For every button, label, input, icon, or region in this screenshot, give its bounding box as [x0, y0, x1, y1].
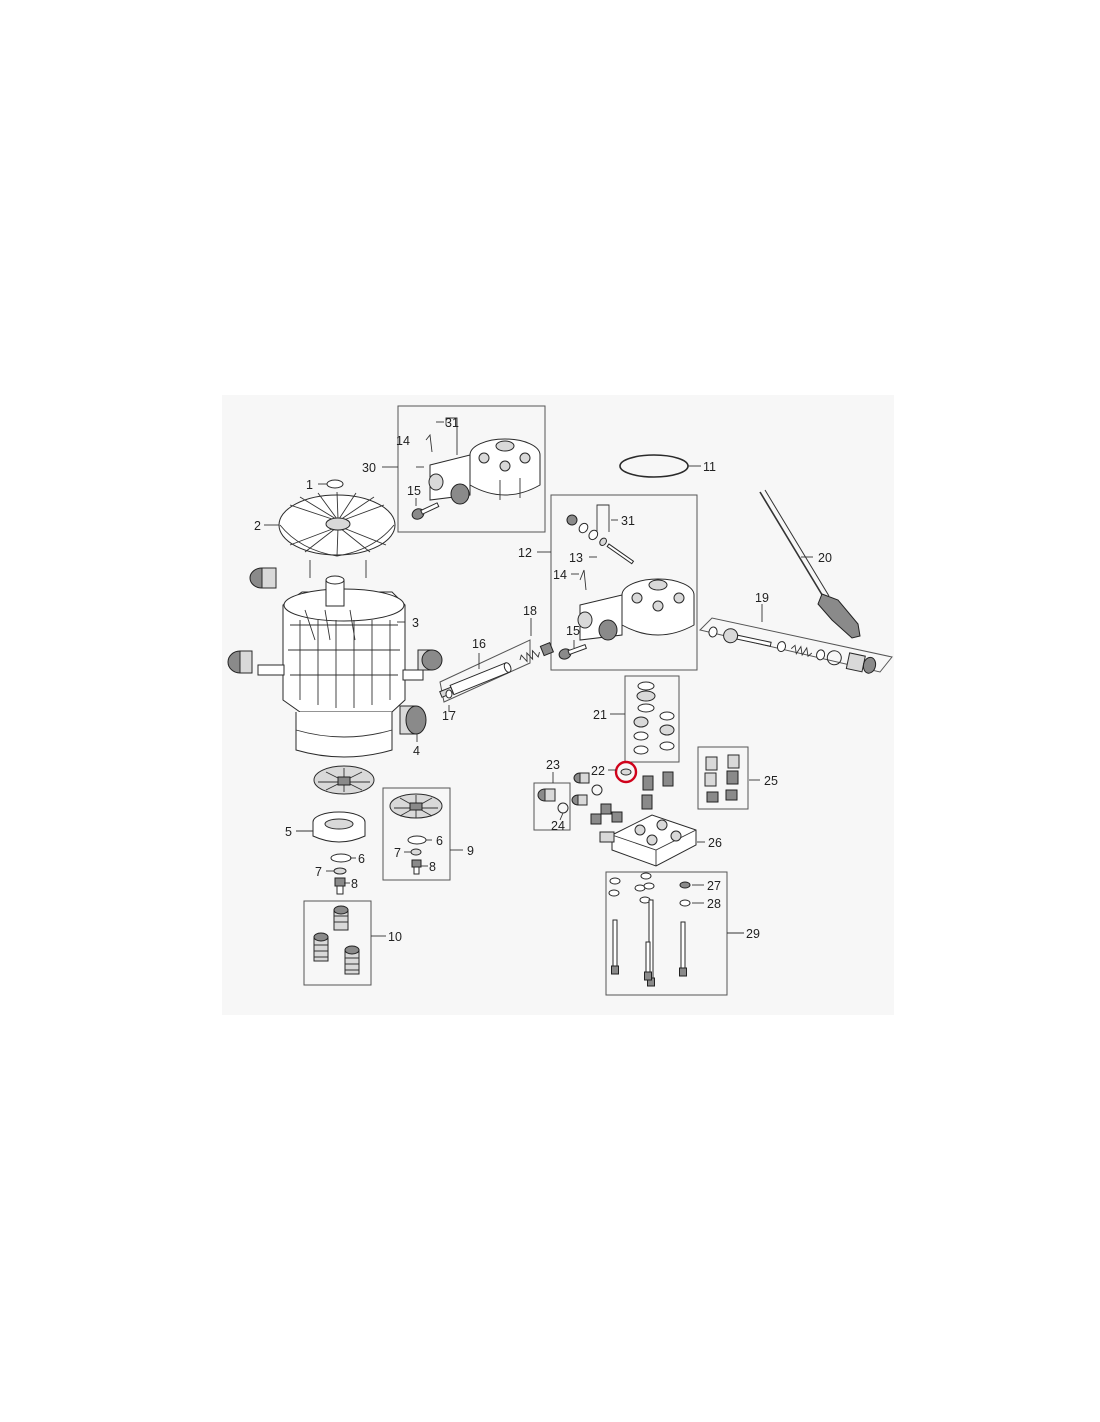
label-part-6-left: 6	[358, 852, 365, 866]
label-part-27: 27	[707, 879, 721, 893]
label-part-30: 30	[362, 461, 376, 475]
label-part-15-mid: 15	[566, 624, 580, 638]
lance-20	[759, 489, 861, 639]
label-part-20: 20	[818, 551, 832, 565]
box-part-30	[397, 405, 546, 533]
label-part-13: 13	[569, 551, 583, 565]
label-part-7-left: 7	[315, 865, 322, 879]
label-part-7-right: 7	[394, 846, 401, 860]
washer-28	[679, 899, 691, 907]
label-part-8-left: 8	[351, 877, 358, 891]
valves-center	[590, 771, 674, 825]
label-part-4: 4	[413, 744, 420, 758]
valves-25	[704, 754, 740, 803]
label-part-6-right: 6	[436, 834, 443, 848]
motor-3	[257, 575, 424, 758]
caps-4	[227, 567, 443, 735]
label-part-21: 21	[593, 708, 607, 722]
unloader-19	[708, 626, 877, 674]
label-part-12: 12	[518, 546, 532, 560]
label-part-31-mid: 31	[621, 514, 635, 528]
seal-22	[620, 768, 632, 776]
part-labels: 1 2 3 4 5 6 7 8 6 7 8 9 10 11 12 13 14 1…	[254, 416, 832, 944]
label-part-25: 25	[764, 774, 778, 788]
ring-17	[445, 689, 453, 699]
label-part-18: 18	[523, 604, 537, 618]
label-part-31-top: 31	[445, 416, 459, 430]
label-part-10: 10	[388, 930, 402, 944]
box-part-12	[550, 494, 698, 671]
label-part-26: 26	[708, 836, 722, 850]
label-part-3: 3	[412, 616, 419, 630]
washer-7-left	[333, 867, 347, 875]
label-part-11: 11	[703, 460, 716, 474]
wobble-plate-5	[312, 765, 375, 843]
box-part-23	[533, 782, 571, 831]
clip-1	[326, 479, 344, 489]
nut-27	[679, 881, 691, 889]
label-part-29: 29	[746, 927, 760, 941]
label-part-9: 9	[467, 844, 474, 858]
wobble-kit-9	[389, 793, 443, 875]
label-part-19: 19	[755, 591, 769, 605]
manifold-26	[599, 814, 697, 867]
piston-16	[439, 641, 555, 699]
highlight-circle-22	[614, 760, 638, 784]
label-part-24: 24	[551, 819, 565, 833]
label-part-1: 1	[306, 478, 313, 492]
pump-head-12	[558, 504, 695, 660]
label-part-14-mid: 14	[553, 568, 567, 582]
washer-6-left	[330, 853, 352, 863]
box-part-21	[624, 675, 680, 763]
label-part-14-top: 14	[396, 434, 410, 448]
leader-lines	[264, 421, 813, 937]
plugs-23	[537, 772, 590, 802]
label-part-23: 23	[546, 758, 560, 772]
bolts-29	[611, 899, 687, 987]
box-part-29	[605, 871, 728, 996]
label-part-5: 5	[285, 825, 292, 839]
label-part-2: 2	[254, 519, 261, 533]
label-part-17: 17	[442, 709, 456, 723]
box-part-10	[303, 900, 372, 986]
valves-10	[313, 905, 360, 975]
label-part-8-right: 8	[429, 860, 436, 874]
pump-head-30	[411, 417, 541, 520]
label-part-22: 22	[591, 764, 605, 778]
bolt-8-left	[334, 877, 346, 895]
label-part-15-top: 15	[407, 484, 421, 498]
label-part-16: 16	[472, 637, 486, 651]
seals-21	[633, 681, 675, 755]
label-part-28: 28	[707, 897, 721, 911]
spring-18	[519, 641, 555, 663]
box-part-25	[697, 746, 749, 810]
box-part-9	[382, 787, 451, 881]
